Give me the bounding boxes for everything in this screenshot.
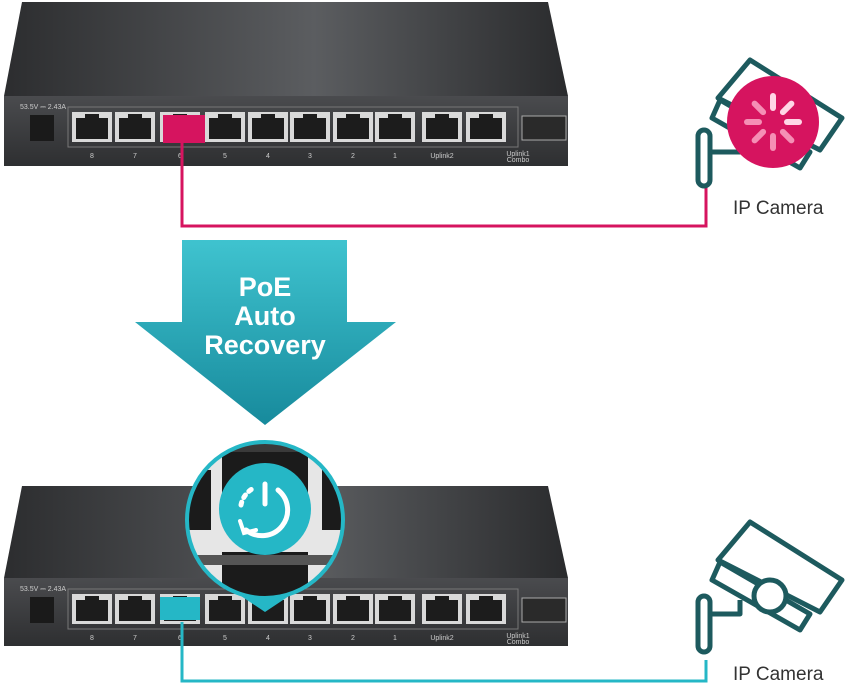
- port-label: 2: [351, 635, 355, 642]
- ethernet-port: [375, 112, 415, 142]
- ethernet-port: [205, 112, 245, 142]
- port-label: 3: [308, 635, 312, 642]
- power-jack: [30, 597, 54, 623]
- sfp-slot: [521, 597, 567, 623]
- ethernet-port: [72, 112, 112, 142]
- ethernet-port: [375, 594, 415, 624]
- ethernet-port: [290, 594, 330, 624]
- ethernet-port: [290, 112, 330, 142]
- poe-auto-recovery-arrow: PoE Auto Recovery: [135, 240, 396, 425]
- power-label: 53.5V ⎓ 2.43A: [20, 586, 66, 593]
- loading-spinner-icon: [744, 93, 802, 151]
- ethernet-port: [205, 594, 245, 624]
- port-label: Uplink2: [430, 153, 453, 160]
- uplink1-label: Uplink1: [506, 633, 529, 640]
- port-label: 6: [178, 153, 182, 160]
- ethernet-port: [333, 594, 373, 624]
- power-restart-icon: [238, 481, 291, 539]
- port-label: 8: [90, 153, 94, 160]
- camera-label: IP Camera: [733, 198, 824, 219]
- recovered-port-highlight: [160, 597, 200, 620]
- camera-label: IP Camera: [733, 664, 824, 685]
- arrow-line-1: PoE: [239, 272, 292, 302]
- port-label: 7: [133, 153, 137, 160]
- fault-cable: [180, 140, 708, 228]
- port-label: Uplink2: [430, 635, 453, 642]
- port-label: 5: [223, 635, 227, 642]
- arrow-line-2: Auto: [234, 301, 295, 331]
- port-magnifier: [185, 440, 345, 612]
- ethernet-port: [422, 112, 462, 142]
- camera-icon: [695, 519, 845, 655]
- fault-indicator: [727, 76, 819, 168]
- power-jack: [30, 115, 54, 141]
- spinner-segment: [751, 100, 767, 116]
- spinner-segment: [779, 100, 795, 116]
- arrow-line-3: Recovery: [204, 330, 326, 360]
- port-label: 1: [393, 635, 397, 642]
- fault-port-highlight: [163, 115, 205, 143]
- ethernet-port: [466, 594, 506, 624]
- switch-top-surface: [4, 2, 568, 96]
- ethernet-port: [115, 594, 155, 624]
- ethernet-port: [422, 594, 462, 624]
- ip-camera-top: IP Camera: [695, 57, 845, 219]
- combo-label: Combo: [507, 157, 530, 164]
- ethernet-port: [115, 112, 155, 142]
- port-label: 4: [266, 635, 270, 642]
- ethernet-port: [248, 112, 288, 142]
- ethernet-port: [72, 594, 112, 624]
- port-label: 6: [178, 635, 182, 642]
- port-label: 4: [266, 153, 270, 160]
- port-label: 2: [351, 153, 355, 160]
- uplink1-label: Uplink1: [506, 151, 529, 158]
- ip-camera-bottom: IP Camera: [695, 519, 845, 685]
- port-label: 3: [308, 153, 312, 160]
- spinner-segment: [751, 128, 767, 144]
- ethernet-port: [333, 112, 373, 142]
- combo-label: Combo: [507, 639, 530, 646]
- port-label: 7: [133, 635, 137, 642]
- spinner-segment: [779, 128, 795, 144]
- port-label: 8: [90, 635, 94, 642]
- port-label: 5: [223, 153, 227, 160]
- recovered-cable: [180, 622, 708, 683]
- port-label: 1: [393, 153, 397, 160]
- sfp-slot: [521, 115, 567, 141]
- ethernet-port: [466, 112, 506, 142]
- power-label: 53.5V ⎓ 2.43A: [20, 104, 66, 111]
